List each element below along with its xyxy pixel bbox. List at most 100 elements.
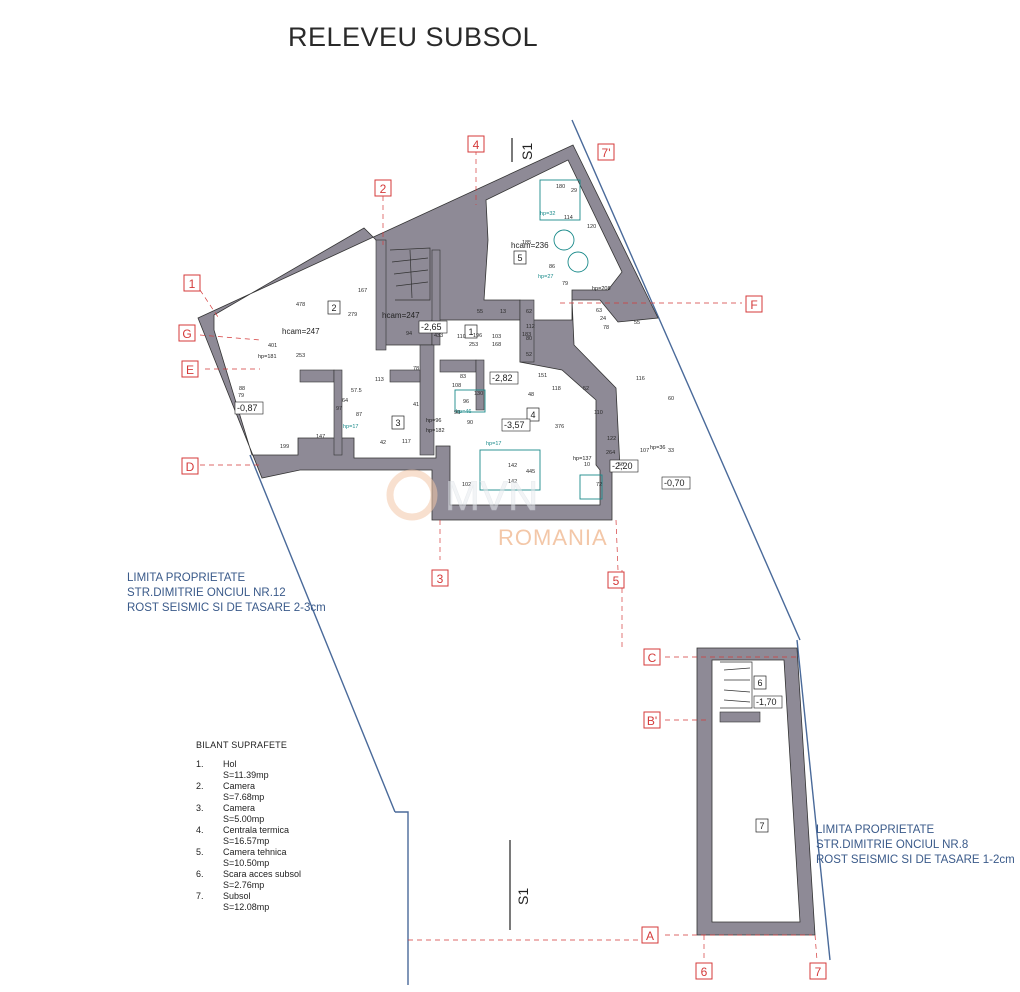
dimension-value: 62: [526, 309, 532, 315]
dimension-value: 13: [500, 309, 506, 315]
area-item: 6.Scara acces subsol: [196, 869, 301, 880]
axis-box-7: [809, 962, 827, 980]
area-item: 2.Camera: [196, 781, 301, 792]
sill-height: hp=32: [540, 211, 555, 217]
dimension-value: 29: [571, 188, 577, 194]
property-note-line: STR.DIMITRIE ONCIUL NR.8: [816, 839, 969, 851]
sill-height: hp=137: [573, 456, 592, 462]
axis-label: A: [646, 929, 654, 943]
dimension-value: 253: [296, 353, 305, 359]
area-value: S=7.68mp: [223, 792, 265, 802]
dimension-value: 151: [538, 373, 547, 379]
level-box: [661, 476, 691, 490]
area-item-value: S=2.76mp: [196, 880, 301, 891]
room-number: 4: [530, 410, 535, 420]
dimension-value: 478: [296, 302, 305, 308]
dimension-value: 72: [596, 482, 602, 488]
staircase-annex: [720, 661, 753, 709]
axis-box-6: [695, 962, 713, 980]
dimension-value: 86: [549, 264, 555, 270]
dimension-value: 401: [268, 343, 277, 349]
dimension-value: 147: [316, 434, 325, 440]
room-number: 2: [331, 303, 336, 313]
sill-height: hp=17: [343, 424, 358, 430]
area-item-name: Centrala termica: [223, 825, 290, 835]
dimension-value: 52: [583, 386, 589, 392]
sill-height: hp=96: [426, 418, 441, 424]
axis-label: 4: [473, 138, 480, 152]
dimension-value: 42: [380, 440, 386, 446]
area-value: S=5.00mp: [223, 814, 265, 824]
dimension-value: 118: [552, 386, 561, 392]
axis-box-1: [183, 274, 201, 292]
level-label: -3,57: [504, 420, 525, 430]
dimension-value: 55: [634, 320, 640, 326]
axis-box-3: [431, 569, 449, 587]
axis-box-5: [607, 571, 625, 589]
axis-label: 7: [815, 965, 822, 979]
dimension-value: 90: [467, 420, 473, 426]
area-item-value: S=10.50mp: [196, 858, 301, 869]
axis-label: F: [750, 298, 757, 312]
dimension-value: 83: [460, 374, 466, 380]
axis-label: D: [186, 460, 195, 474]
dimension-value: 122: [607, 436, 616, 442]
section-label-bottom: S1: [515, 888, 531, 905]
dimension-value: 80: [526, 336, 532, 342]
axis-label: 2: [380, 182, 387, 196]
room-number: 6: [757, 678, 762, 688]
area-item-number: 2.: [196, 781, 204, 791]
axis-box-2: [374, 179, 392, 197]
level-box: [418, 320, 448, 334]
axis-box-C: [643, 648, 661, 666]
area-item-value: S=5.00mp: [196, 814, 301, 825]
dimension-value: 24: [600, 316, 606, 322]
area-value: S=11.39mp: [223, 770, 269, 780]
area-item: 1.Hol: [196, 759, 301, 770]
dimension-value: 107: [640, 448, 649, 454]
dimension-value: 64: [342, 398, 348, 404]
dimension-value: 57.5: [351, 388, 362, 394]
dimension-value: 79: [562, 281, 568, 287]
dimension-value: 264: [606, 450, 615, 456]
level-box: [489, 371, 519, 385]
property-note-line: LIMITA PROPRIETATE: [127, 572, 246, 584]
dimension-value: 33: [668, 448, 674, 454]
area-item-value: S=7.68mp: [196, 792, 301, 803]
dimension-value: 433: [434, 333, 443, 339]
dimension-value: 56: [618, 462, 624, 468]
equipment: [454, 179, 603, 500]
staircase-main: [389, 247, 431, 301]
dimension-value: 185: [522, 240, 531, 246]
property-note-line: ROST SEISMIC SI DE TASARE 2-3cm: [127, 602, 326, 614]
property-note-line: STR.DIMITRIE ONCIUL NR.12: [127, 587, 286, 599]
ceiling-height: hcam=247: [282, 327, 320, 336]
dimension-value: 63: [596, 308, 602, 314]
dimension-value: 79: [238, 393, 244, 399]
dimension-value: 120: [587, 224, 596, 230]
dimension-value: 108: [452, 383, 461, 389]
area-item: 7.Subsol: [196, 891, 301, 902]
area-value: S=16.57mp: [223, 836, 270, 846]
dimension-value: 52: [526, 352, 532, 358]
dimension-value: 110: [594, 410, 603, 416]
axis-box-B': [643, 711, 661, 729]
area-summary-header: BILANT SUPRAFETE: [196, 740, 288, 750]
sill-height: hp=181: [258, 354, 277, 360]
area-item-name: Hol: [223, 759, 237, 769]
room-box-5: [513, 250, 527, 265]
ceiling-height: hcam=247: [382, 311, 420, 320]
dimension-value: 110: [457, 334, 466, 340]
level-label: -0,70: [664, 478, 685, 488]
level-box: [753, 695, 783, 709]
area-item-number: 5.: [196, 847, 204, 857]
property-boundary: [249, 119, 831, 985]
level-box: [501, 418, 531, 432]
sill-height: hp=208: [592, 286, 611, 292]
dimension-value: 87: [356, 412, 362, 418]
sill-height: hp=182: [426, 428, 445, 434]
area-item-number: 7.: [196, 891, 204, 901]
area-item-value: S=11.39mp: [196, 770, 301, 781]
dimension-value: 78: [413, 366, 419, 372]
dimension-value: 117: [402, 439, 411, 445]
